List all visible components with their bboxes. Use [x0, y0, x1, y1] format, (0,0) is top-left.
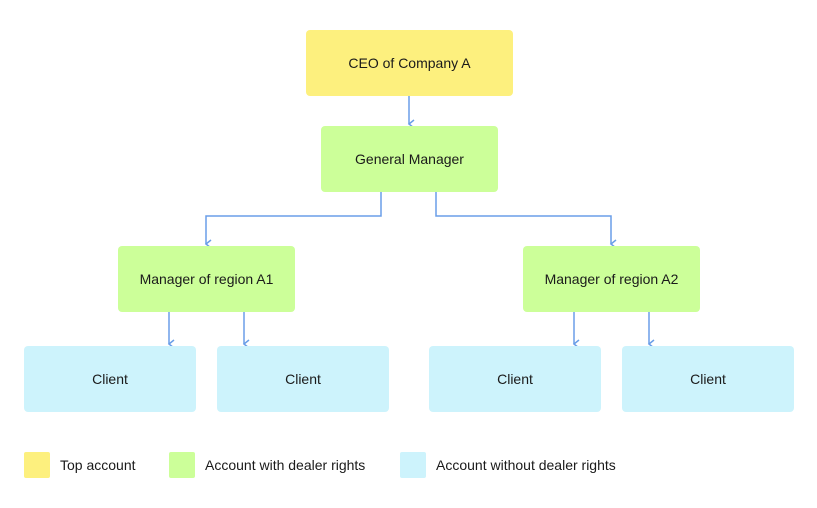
- node-manager-region-a1-label: Manager of region A1: [139, 271, 274, 287]
- node-general-manager: General Manager: [321, 126, 498, 192]
- legend-swatch-top-account: [24, 452, 50, 478]
- node-manager-region-a2: Manager of region A2: [523, 246, 700, 312]
- arrow-general-manager-to-region-a2: [435, 192, 617, 249]
- legend-swatch-dealer: [169, 452, 195, 478]
- node-client-4: Client: [622, 346, 794, 412]
- arrow-general-manager-to-region-a1: [204, 192, 382, 249]
- node-client-2: Client: [217, 346, 389, 412]
- legend-label-dealer: Account with dealer rights: [205, 457, 366, 473]
- node-client-2-label: Client: [285, 371, 321, 387]
- legend-label-top-account: Top account: [60, 457, 136, 473]
- node-client-1-label: Client: [92, 371, 128, 387]
- legend-swatch-no-dealer: [400, 452, 426, 478]
- node-manager-region-a1: Manager of region A1: [118, 246, 295, 312]
- node-client-4-label: Client: [690, 371, 726, 387]
- node-manager-region-a2-label: Manager of region A2: [544, 271, 679, 287]
- node-general-manager-label: General Manager: [355, 151, 464, 167]
- legend-label-no-dealer: Account without dealer rights: [436, 457, 616, 473]
- node-client-3-label: Client: [497, 371, 533, 387]
- node-ceo: CEO of Company A: [306, 30, 513, 96]
- node-client-3: Client: [429, 346, 601, 412]
- node-client-1: Client: [24, 346, 196, 412]
- node-ceo-label: CEO of Company A: [348, 55, 471, 71]
